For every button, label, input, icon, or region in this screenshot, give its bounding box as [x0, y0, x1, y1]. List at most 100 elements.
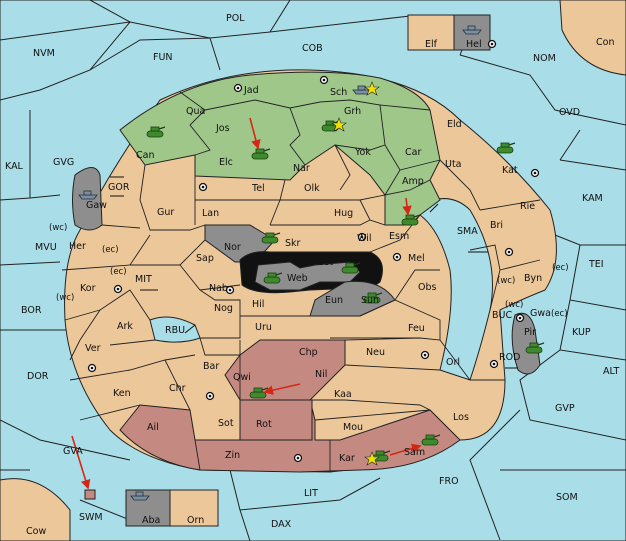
coast-label: (ec) [110, 267, 127, 277]
label-ost: Ost [317, 257, 333, 268]
label-hil: Hil [252, 299, 264, 310]
label-eun: Eun [325, 295, 343, 306]
label-rot: Rot [256, 419, 272, 430]
label-som: SOM [556, 492, 578, 503]
label-gvg: GVG [53, 157, 74, 168]
sma-channel [419, 198, 493, 381]
label-amp: Amp [402, 176, 424, 187]
pir-region[interactable] [511, 312, 541, 375]
label-mel: Mel [408, 253, 425, 264]
label-kar: Kar [339, 453, 355, 464]
label-ver: Ver [85, 343, 101, 354]
label-car: Car [405, 147, 421, 158]
web-ost-region[interactable] [254, 261, 361, 291]
label-ark: Ark [117, 321, 133, 332]
label-qua: Qua [186, 106, 205, 117]
label-dax: DAX [271, 519, 292, 530]
label-tei: TEI [588, 259, 604, 270]
label-bar: Bar [203, 361, 219, 372]
label-pol: POL [226, 13, 245, 24]
label-web: Web [287, 273, 308, 284]
label-esm: Esm [389, 231, 409, 242]
label-neu: Neu [366, 347, 385, 358]
label-kal: KAL [5, 161, 24, 172]
label-lan: Lan [202, 208, 219, 219]
label-orl: Orl [446, 357, 460, 368]
coast-label: (ec) [551, 309, 568, 319]
label-alt: ALT [603, 366, 619, 377]
label-rie: Rie [520, 201, 535, 212]
label-sap: Sap [196, 253, 214, 264]
label-bri: Bri [490, 220, 503, 231]
label-lit: LIT [304, 488, 318, 499]
territory-labels: POL COB Elf Hel Con NVM FUN NOM OVD KAL … [5, 13, 619, 537]
label-kaa: Kaa [334, 389, 352, 400]
units[interactable] [78, 25, 545, 501]
label-rod: ROD [499, 352, 520, 363]
label-uru: Uru [255, 322, 272, 333]
label-chp: Chp [299, 347, 318, 358]
label-feu: Feu [408, 323, 425, 334]
coast-label: (wc) [505, 300, 523, 310]
label-chr: Chr [169, 383, 186, 394]
coast-label: (ec) [552, 263, 569, 273]
label-byn: Byn [524, 273, 542, 284]
label-nom: NOM [533, 53, 556, 64]
coast-label: (ec) [102, 245, 119, 255]
rot-block[interactable] [239, 399, 313, 441]
orn-island[interactable] [169, 489, 219, 527]
label-gaw: Gaw [86, 200, 107, 211]
label-ken: Ken [113, 388, 131, 399]
label-gva: GVA [63, 446, 83, 457]
label-cow: Cow [26, 526, 46, 537]
label-qwi: Qwi [233, 372, 251, 383]
label-olk: Olk [304, 183, 320, 194]
label-uta: Uta [445, 159, 462, 170]
label-elc: Elc [219, 157, 233, 168]
cow-region[interactable] [0, 478, 71, 541]
label-eld: Eld [447, 119, 462, 130]
coast-label: (wc) [497, 276, 515, 286]
label-elf: Elf [425, 39, 438, 50]
label-nvm: NVM [33, 48, 55, 59]
supply-centers [87, 39, 540, 463]
label-con: Con [596, 37, 614, 48]
label-kor: Kor [80, 283, 96, 294]
dislodged-star-icon [331, 81, 380, 466]
label-jos: Jos [215, 123, 230, 134]
label-bor: BOR [21, 305, 42, 316]
label-nog: Nog [214, 303, 233, 314]
move-arrow [71, 117, 422, 490]
label-mvu: MVU [35, 242, 57, 253]
label-skr: Skr [285, 238, 301, 249]
coast-labels: (wc) (ec) (ec) (wc) (wc) (ec) (wc) (ec) [49, 223, 569, 319]
label-grh: Grh [344, 106, 361, 117]
label-kup: KUP [572, 327, 591, 338]
label-ovd: OVD [559, 107, 580, 118]
label-swm: SWM [79, 512, 103, 523]
label-tel: Tel [251, 183, 265, 194]
label-can: Can [136, 150, 154, 161]
coast-label: (wc) [56, 293, 74, 303]
coast-label: (wc) [49, 223, 67, 233]
label-fro: FRO [439, 476, 459, 487]
label-zin: Zin [225, 450, 240, 461]
label-wil: Wil [357, 233, 371, 244]
label-ail: Ail [147, 422, 159, 433]
label-yok: Yok [354, 147, 371, 158]
label-sch: Sch [330, 87, 347, 98]
label-sot: Sot [218, 418, 234, 429]
label-mou: Mou [343, 422, 363, 433]
land-borders [61, 91, 541, 472]
label-nil: Nil [315, 369, 327, 380]
label-sam: Sam [404, 447, 425, 458]
label-pir: Pir [524, 327, 536, 338]
label-mit: MIT [135, 274, 152, 285]
label-gur: Gur [157, 207, 174, 218]
label-cob: COB [302, 43, 323, 54]
label-dor: DOR [27, 371, 49, 382]
label-gwa: Gwa [530, 308, 551, 319]
label-nar: Nar [293, 163, 310, 174]
